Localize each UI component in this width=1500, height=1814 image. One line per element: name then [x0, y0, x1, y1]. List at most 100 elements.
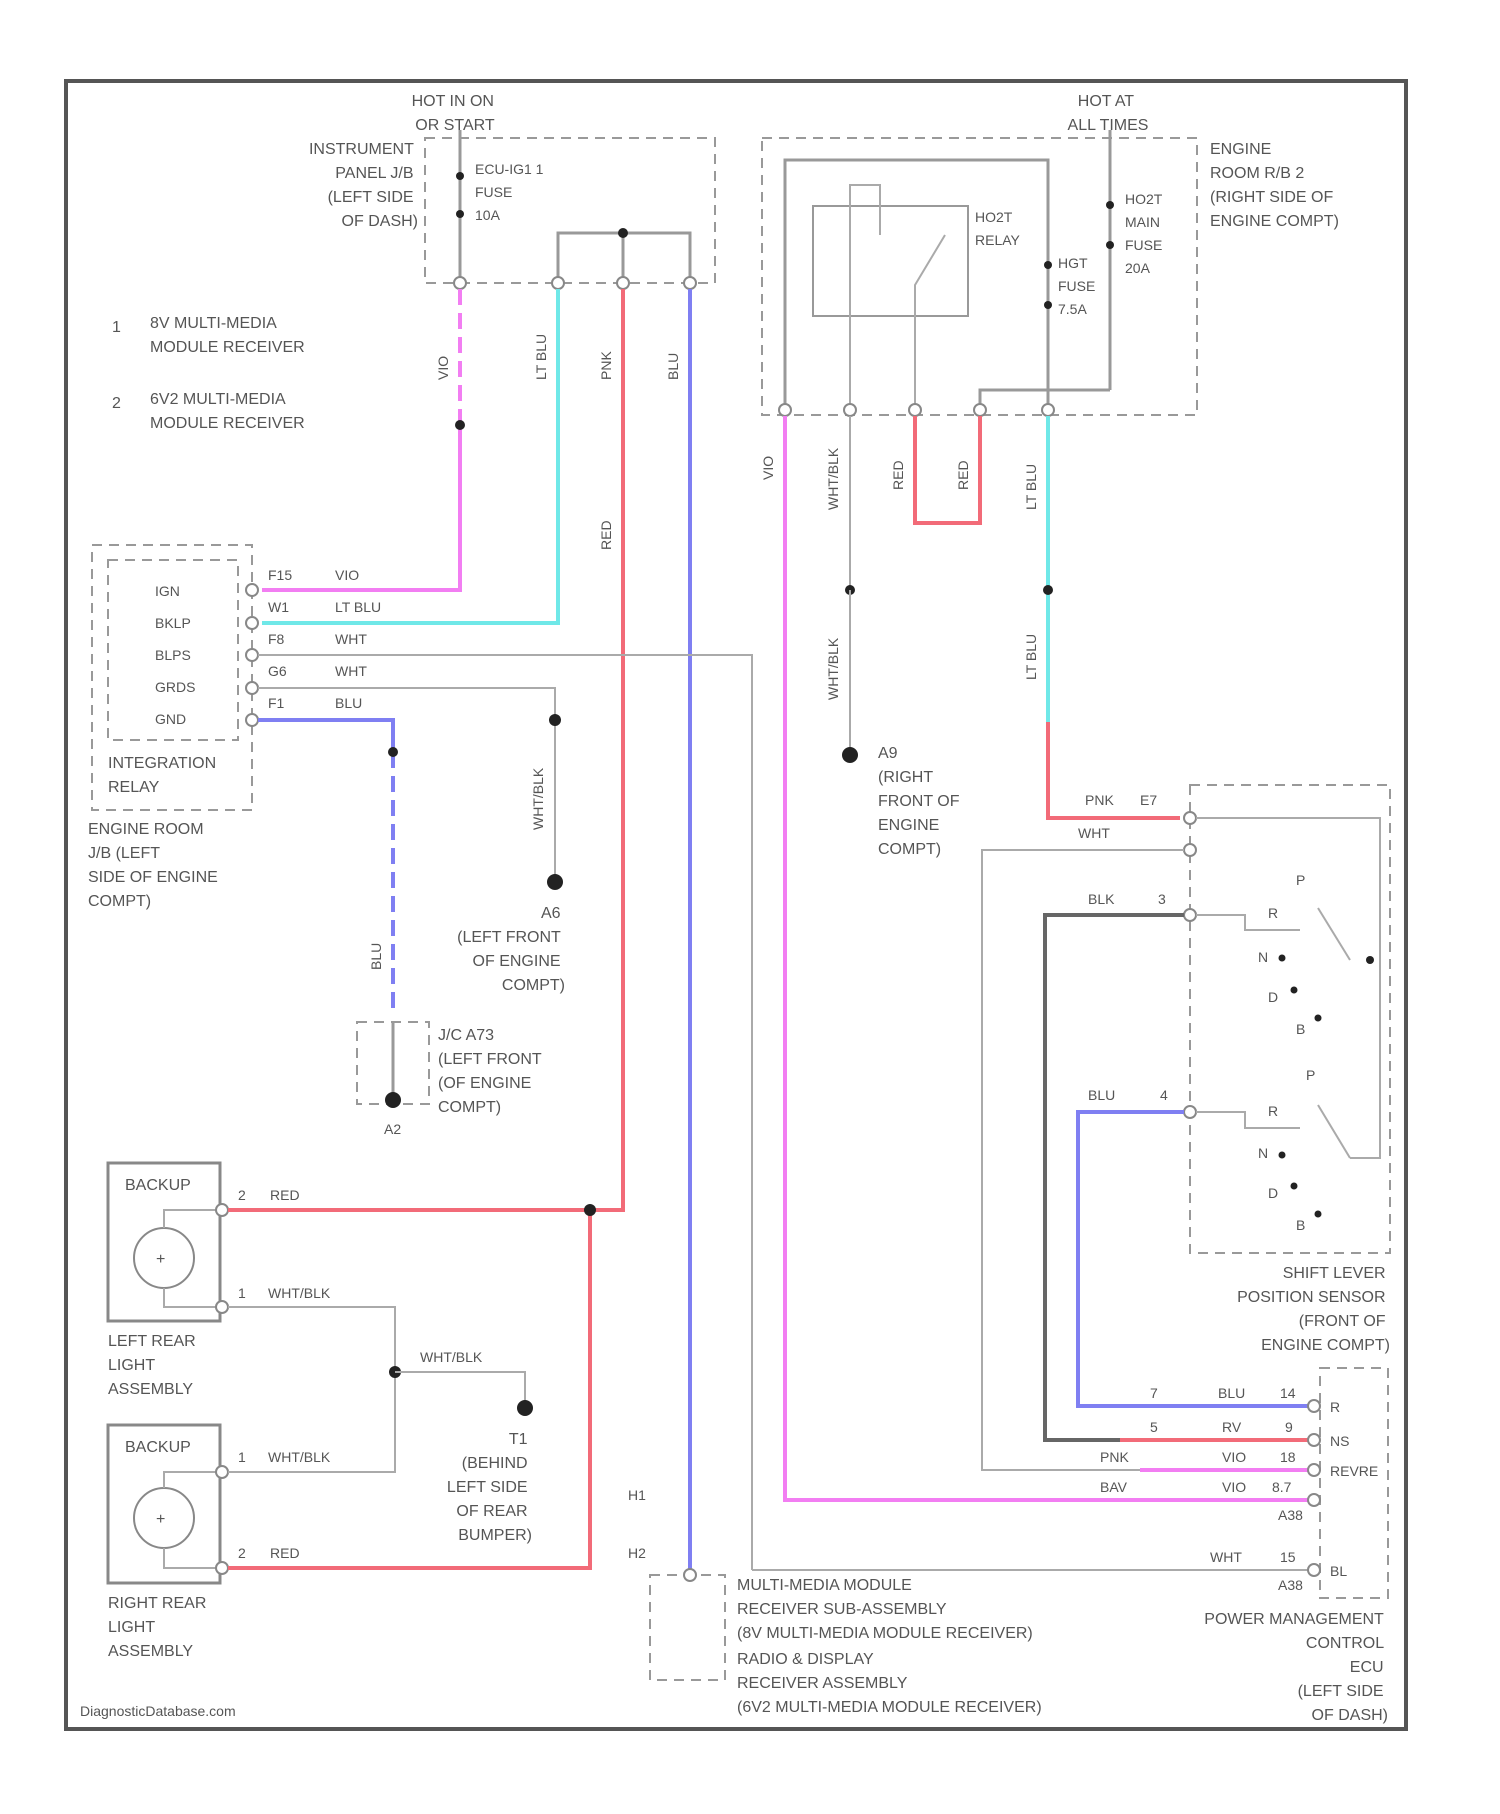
- multimedia-box: [650, 1575, 725, 1680]
- wire-color-labels: VIO LT BLU PNK BLU RED VIO WHT/BLK RED R…: [368, 334, 1039, 970]
- svg-text:WHT/BLK: WHT/BLK: [268, 1449, 331, 1465]
- svg-text:A38: A38: [1278, 1507, 1303, 1523]
- svg-text:4: 4: [1160, 1087, 1168, 1103]
- ecu-fuse-label: ECU-IG1 1 FUSE 10A: [475, 161, 547, 223]
- svg-text:1: 1: [238, 1449, 246, 1465]
- svg-text:E7: E7: [1140, 792, 1157, 808]
- hgt-fuse-label: HGT FUSE 7.5A: [1058, 255, 1099, 317]
- wire-pnk-shift: [1048, 722, 1180, 818]
- watermark: DiagnosticDatabase.com: [80, 1703, 236, 1719]
- svg-text:RED: RED: [270, 1545, 300, 1561]
- wire-ltblu-bklp: [262, 289, 558, 623]
- svg-text:IGN: IGN: [155, 583, 180, 599]
- svg-text:B: B: [1296, 1021, 1305, 1037]
- svg-text:F1: F1: [268, 695, 285, 711]
- svg-text:BAV: BAV: [1100, 1479, 1128, 1495]
- svg-text:N: N: [1258, 949, 1268, 965]
- svg-text:14: 14: [1280, 1385, 1296, 1401]
- svg-text:BLU: BLU: [368, 943, 384, 970]
- backup-right-label: BACKUP: [125, 1439, 191, 1456]
- shift-sensor-label: SHIFT LEVER POSITION SENSOR (FRONT OF EN…: [1237, 1265, 1390, 1354]
- svg-text:BLU: BLU: [1088, 1087, 1115, 1103]
- ground-t1-label: T1 (BEHIND LEFT SIDE OF REAR BUMPER): [447, 1431, 532, 1544]
- svg-text:18: 18: [1280, 1449, 1296, 1465]
- svg-text:LT BLU: LT BLU: [533, 334, 549, 380]
- ho2-relay-box: [813, 206, 968, 316]
- svg-text:B: B: [1296, 1217, 1305, 1233]
- engine-room-rb-label: ENGINE ROOM R/B 2 (RIGHT SIDE OF ENGINE …: [1210, 141, 1339, 230]
- svg-text:1: 1: [112, 319, 121, 336]
- svg-text:VIO: VIO: [335, 567, 359, 583]
- svg-text:GND: GND: [155, 711, 186, 727]
- svg-text:WHT: WHT: [1210, 1549, 1242, 1565]
- svg-text:WHT/BLK: WHT/BLK: [825, 447, 841, 510]
- backup-left-label: BACKUP: [125, 1177, 191, 1194]
- svg-text:2: 2: [238, 1545, 246, 1561]
- shift-positions-lower: P R N D B: [1258, 1067, 1315, 1233]
- instrument-panel-jb-label: INSTRUMENT PANEL J/B (LEFT SIDE OF DASH): [309, 141, 418, 230]
- svg-text:5: 5: [1150, 1419, 1158, 1435]
- svg-text:BKLP: BKLP: [155, 615, 191, 631]
- pm-ecu-pins: R NS REVRE BL: [1330, 1399, 1378, 1579]
- svg-text:GRDS: GRDS: [155, 679, 195, 695]
- svg-text:W1: W1: [268, 599, 289, 615]
- multimedia-label: MULTI-MEDIA MODULE RECEIVER SUB-ASSEMBLY…: [737, 1577, 1042, 1716]
- svg-text:9: 9: [1285, 1419, 1293, 1435]
- svg-text:WHT/BLK: WHT/BLK: [420, 1349, 483, 1365]
- svg-text:BLU: BLU: [335, 695, 362, 711]
- hot-run-start-label: HOT IN ON OR START: [412, 93, 499, 134]
- svg-text:RED: RED: [890, 460, 906, 490]
- svg-text:2: 2: [112, 395, 121, 412]
- svg-text:PNK: PNK: [598, 351, 614, 380]
- ground-a6-label: A6 (LEFT FRONT OF ENGINE COMPT): [457, 905, 565, 994]
- svg-text:WHT: WHT: [335, 631, 367, 647]
- svg-text:3: 3: [1158, 891, 1166, 907]
- svg-text:WHT: WHT: [1078, 825, 1110, 841]
- ground-a9-label: A9 (RIGHT FRONT OF ENGINE COMPT): [878, 745, 964, 858]
- ho2-relay-label: HO2T RELAY: [975, 209, 1021, 248]
- svg-text:BLK: BLK: [1088, 891, 1115, 907]
- svg-text:VIO: VIO: [760, 456, 776, 480]
- svg-text:R: R: [1330, 1399, 1340, 1415]
- svg-text:LT BLU: LT BLU: [335, 599, 381, 615]
- right-rear-light-label: RIGHT REAR LIGHT ASSEMBLY: [108, 1595, 211, 1660]
- instrument-panel-jb-box: [425, 138, 715, 283]
- svg-text:R: R: [1268, 905, 1278, 921]
- svg-text:NS: NS: [1330, 1433, 1349, 1449]
- svg-text:H1: H1: [628, 1487, 646, 1503]
- svg-text:1: 1: [238, 1285, 246, 1301]
- svg-text:VIO: VIO: [435, 356, 451, 380]
- svg-text:D: D: [1268, 1185, 1278, 1201]
- svg-text:7: 7: [1150, 1385, 1158, 1401]
- svg-text:RED: RED: [598, 520, 614, 550]
- svg-text:15: 15: [1280, 1549, 1296, 1565]
- svg-text:LT BLU: LT BLU: [1023, 634, 1039, 680]
- wire-red-main: [590, 289, 623, 1210]
- pm-ecu-label: POWER MANAGEMENT CONTROL ECU (LEFT SIDE …: [1204, 1611, 1388, 1724]
- svg-text:BLU: BLU: [1218, 1385, 1245, 1401]
- svg-text:PNK: PNK: [1100, 1449, 1129, 1465]
- svg-text:VIO: VIO: [1222, 1449, 1246, 1465]
- svg-text:BLU: BLU: [665, 353, 681, 380]
- legend-2: 6V2 MULTI-MEDIA MODULE RECEIVER: [150, 391, 305, 432]
- shift-lever-sensor-box: [1190, 785, 1390, 1253]
- svg-text:WHT: WHT: [335, 663, 367, 679]
- left-rear-light-label: LEFT REAR LIGHT ASSEMBLY: [108, 1333, 200, 1398]
- svg-text:WHT/BLK: WHT/BLK: [268, 1285, 331, 1301]
- ground-a2-label: A2: [384, 1121, 401, 1137]
- svg-text:G6: G6: [268, 663, 287, 679]
- svg-text:RV: RV: [1222, 1419, 1242, 1435]
- svg-text:REVRE: REVRE: [1330, 1463, 1378, 1479]
- svg-text:2: 2: [238, 1187, 246, 1203]
- svg-text:RED: RED: [270, 1187, 300, 1203]
- svg-text:+: +: [156, 1511, 165, 1528]
- svg-text:BL: BL: [1330, 1563, 1347, 1579]
- svg-text:RED: RED: [955, 460, 971, 490]
- engine-room-jb-label: ENGINE ROOM J/B (LEFT SIDE OF ENGINE COM…: [88, 821, 222, 910]
- svg-text:BLPS: BLPS: [155, 647, 191, 663]
- svg-text:WHT/BLK: WHT/BLK: [530, 767, 546, 830]
- svg-text:LT BLU: LT BLU: [1023, 464, 1039, 510]
- integration-relay-label: INTEGRATION RELAY: [108, 755, 221, 796]
- svg-text:+: +: [156, 1251, 165, 1268]
